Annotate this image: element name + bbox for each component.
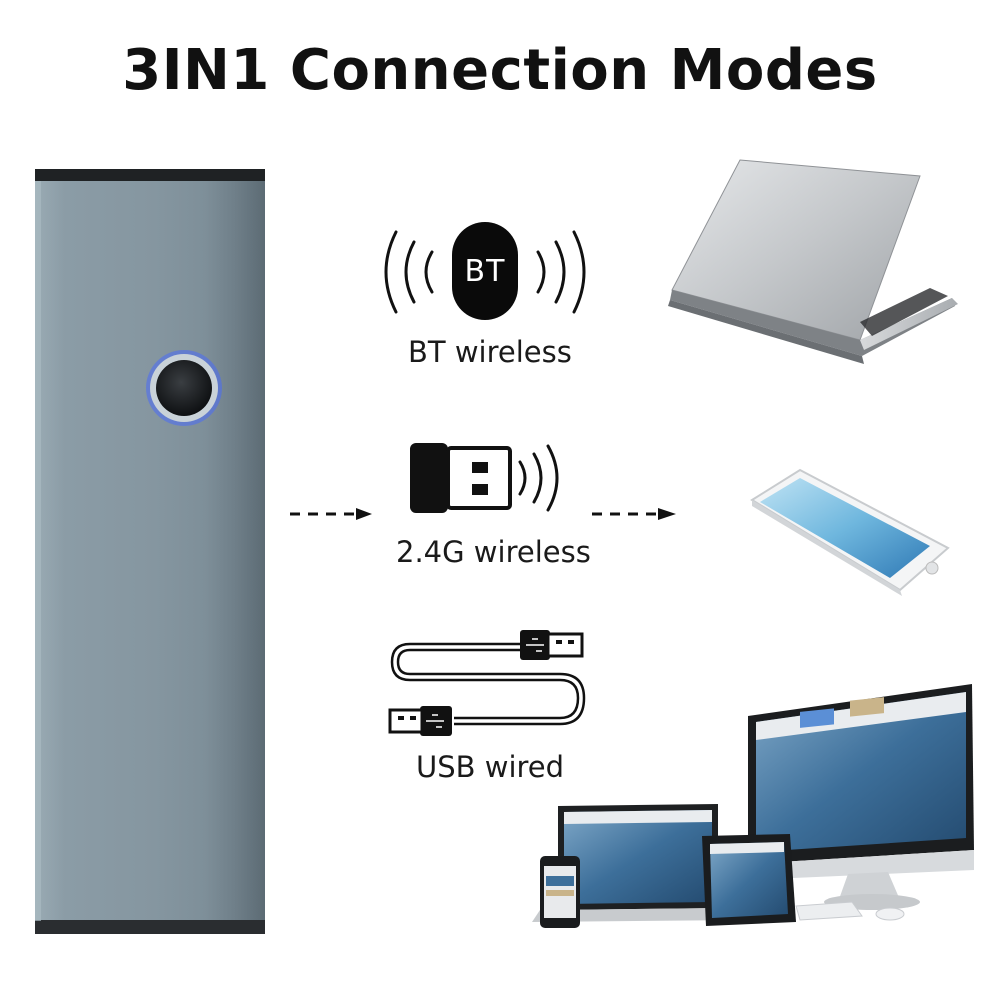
mode-label-bt: BT wireless [408, 335, 572, 369]
mode-label-usb: USB wired [416, 750, 565, 784]
barcode-scanner-device [35, 169, 265, 934]
tablet-icon [702, 834, 796, 926]
scan-button-icon [156, 360, 212, 416]
bluetooth-icon: BT [452, 222, 518, 320]
monitor-icon [748, 684, 974, 910]
laptop-icon [532, 804, 744, 922]
mode-label-2-4g: 2.4G wireless [396, 535, 591, 569]
page-title: 3IN1 Connection Modes [122, 38, 878, 103]
phone-icon [540, 856, 580, 928]
